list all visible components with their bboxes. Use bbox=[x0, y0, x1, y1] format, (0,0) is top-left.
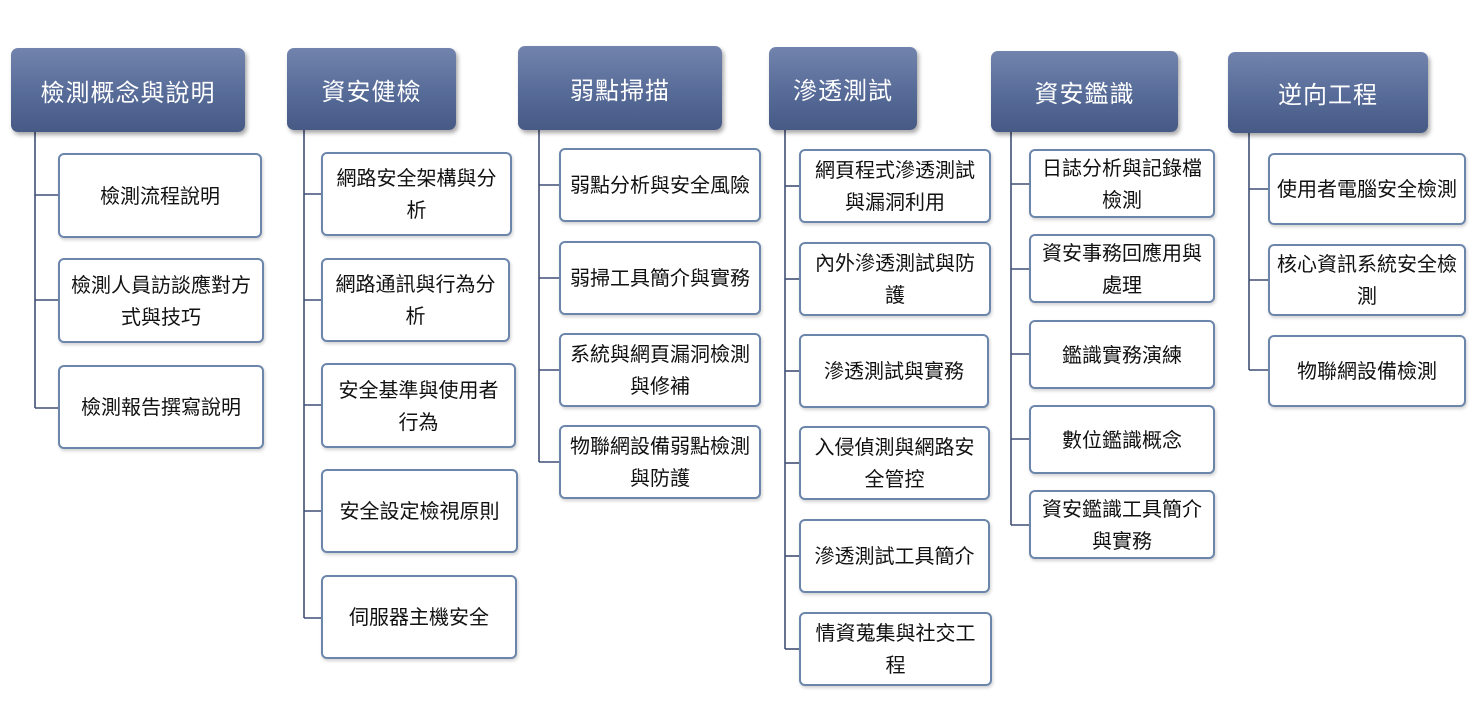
topic-box: 弱點分析與安全風險 bbox=[559, 148, 761, 222]
topic-box: 網頁程式滲透測試與漏洞利用 bbox=[799, 149, 991, 223]
topic-box: 鑑識實務演練 bbox=[1029, 320, 1215, 389]
category-header-security-checkup: 資安健檢 bbox=[287, 48, 456, 130]
topic-box: 入侵偵測與網路安全管控 bbox=[799, 426, 990, 500]
topic-box: 安全設定檢視原則 bbox=[321, 469, 518, 553]
topic-box: 系統與網頁漏洞檢測與修補 bbox=[559, 333, 761, 407]
category-header-penetration-test: 滲透測試 bbox=[769, 47, 917, 130]
topic-box: 資安鑑識工具簡介與實務 bbox=[1029, 490, 1215, 559]
topic-box: 數位鑑識概念 bbox=[1029, 405, 1215, 474]
category-header-vulnerability-scan: 弱點掃描 bbox=[518, 46, 722, 130]
topic-box: 日誌分析與記錄檔檢測 bbox=[1029, 149, 1215, 218]
category-header-reverse-engineering: 逆向工程 bbox=[1228, 52, 1428, 133]
category-header-forensics: 資安鑑識 bbox=[991, 51, 1178, 132]
topic-box: 網路安全架構與分析 bbox=[321, 152, 512, 236]
topic-box: 情資蒐集與社交工程 bbox=[799, 612, 992, 686]
topic-box: 資安事務回應用與處理 bbox=[1029, 234, 1215, 303]
topic-box: 滲透測試與實務 bbox=[799, 334, 989, 408]
topic-box: 檢測流程說明 bbox=[58, 153, 262, 238]
topic-box: 網路通訊與行為分析 bbox=[321, 258, 510, 342]
topic-box: 滲透測試工具簡介 bbox=[799, 519, 990, 593]
topic-box: 弱掃工具簡介與實務 bbox=[559, 241, 761, 315]
topic-box: 檢測報告撰寫說明 bbox=[58, 365, 264, 449]
topic-box: 檢測人員訪談應對方式與技巧 bbox=[58, 258, 264, 343]
topic-box: 使用者電腦安全檢測 bbox=[1268, 153, 1466, 225]
topic-box: 伺服器主機安全 bbox=[321, 575, 517, 659]
category-header-detection-concepts: 檢測概念與說明 bbox=[11, 48, 245, 132]
topic-box: 物聯網設備檢測 bbox=[1268, 335, 1466, 407]
topic-box: 核心資訊系統安全檢測 bbox=[1268, 244, 1466, 316]
topic-box: 物聯網設備弱點檢測與防護 bbox=[559, 425, 761, 499]
topic-box: 內外滲透測試與防護 bbox=[799, 242, 991, 316]
topic-box: 安全基準與使用者行為 bbox=[321, 363, 516, 448]
